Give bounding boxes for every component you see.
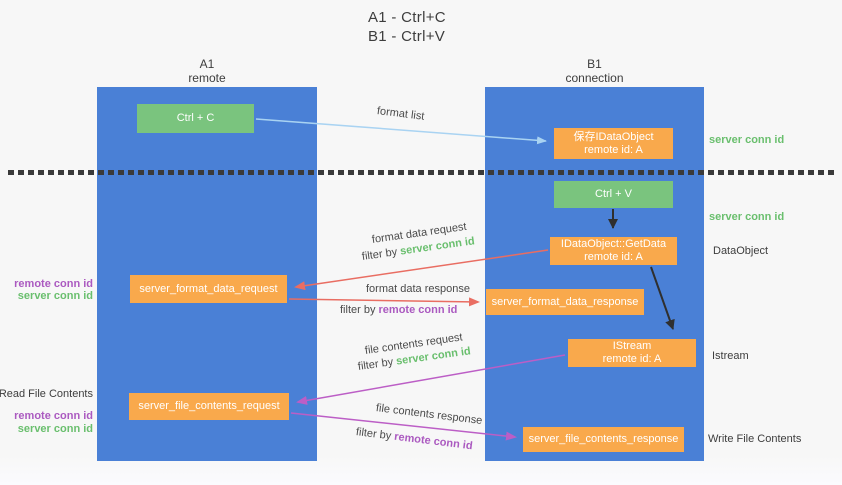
edge-label-format-data-response: format data response — [366, 283, 470, 295]
right-label-server-conn-id-1: server conn id — [709, 134, 785, 146]
lane-b1-role: connection — [565, 71, 624, 85]
node-getdata-line2: remote id: A — [584, 251, 643, 263]
filter-by-text: filter by — [355, 426, 392, 443]
node-ctrl-c-label: Ctrl + C — [176, 112, 215, 124]
left-label-server-conn-id-2: server conn id — [17, 423, 93, 435]
node-ctrl-v-label: Ctrl + V — [595, 188, 632, 200]
node-server-format-data-response: server_format_data_response — [486, 289, 644, 315]
right-label-istream: Istream — [712, 350, 749, 362]
node-ctrl-v: Ctrl + V — [554, 181, 673, 208]
filter-by-text: filter by — [340, 304, 376, 316]
node-server-format-data-response-label: server_format_data_response — [491, 295, 639, 308]
arrow-format-data-response — [288, 297, 480, 307]
title-line-a1: A1 - Ctrl+C — [368, 9, 446, 26]
node-server-format-data-request-label: server_format_data_request — [139, 282, 278, 295]
left-label-server-conn-id-1: server conn id — [17, 290, 93, 302]
node-server-format-data-request: server_format_data_request — [130, 275, 287, 303]
diagram-title: A1 - Ctrl+C B1 - Ctrl+V — [368, 8, 446, 46]
right-label-server-conn-id-2: server conn id — [709, 211, 785, 223]
node-server-file-contents-response-label: server_file_contents_response — [528, 433, 679, 445]
left-label-read-file-contents: Read File Contents — [0, 388, 93, 400]
node-server-file-contents-request-label: server_file_contents_request — [138, 400, 280, 412]
node-istream-line2: remote id: A — [602, 353, 662, 365]
edge-label-filter-by-remote-conn-id-1: filter by remote conn id — [340, 304, 457, 316]
node-server-file-contents-response: server_file_contents_response — [523, 427, 684, 452]
node-ctrl-c: Ctrl + C — [137, 104, 254, 133]
lane-a1-name: A1 — [199, 57, 215, 71]
dotted-separator-line — [8, 170, 836, 175]
node-istream: IStream remote id: A — [568, 339, 696, 367]
right-label-write-file-contents: Write File Contents — [708, 433, 802, 445]
edge-label-format-list: format list — [376, 105, 426, 123]
node-istream-line1: IStream — [612, 340, 652, 352]
title-line-b1: B1 - Ctrl+V — [368, 28, 446, 45]
filter-by-text: filter by — [357, 356, 394, 373]
remote-conn-id-text: remote conn id — [378, 304, 458, 316]
node-server-file-contents-request: server_file_contents_request — [129, 393, 289, 420]
node-getdata: IDataObject::GetData remote id: A — [550, 237, 677, 265]
lane-b1-name: B1 — [587, 57, 602, 71]
right-label-dataobject: DataObject — [713, 245, 769, 257]
left-label-remote-conn-id-1: remote conn id — [14, 278, 93, 290]
filter-by-text: filter by — [361, 246, 398, 263]
node-save-dataobject-line2: remote id: A — [584, 143, 643, 156]
edge-label-filter-by-remote-conn-id-2: filter by remote conn id — [355, 426, 473, 452]
node-save-dataobject: 保存IDataObject remote id: A — [554, 128, 673, 159]
remote-conn-id-text: remote conn id — [393, 430, 474, 453]
left-label-remote-conn-id-2: remote conn id — [14, 410, 93, 422]
lane-b1-header: B1 connection — [485, 57, 704, 85]
node-getdata-line1: IDataObject::GetData — [560, 238, 667, 250]
node-save-dataobject-line1: 保存IDataObject — [573, 130, 654, 143]
lane-a1-role: remote — [188, 71, 226, 85]
lane-a1-header: A1 remote — [97, 57, 317, 85]
edge-label-file-contents-response: file contents response — [375, 402, 483, 427]
